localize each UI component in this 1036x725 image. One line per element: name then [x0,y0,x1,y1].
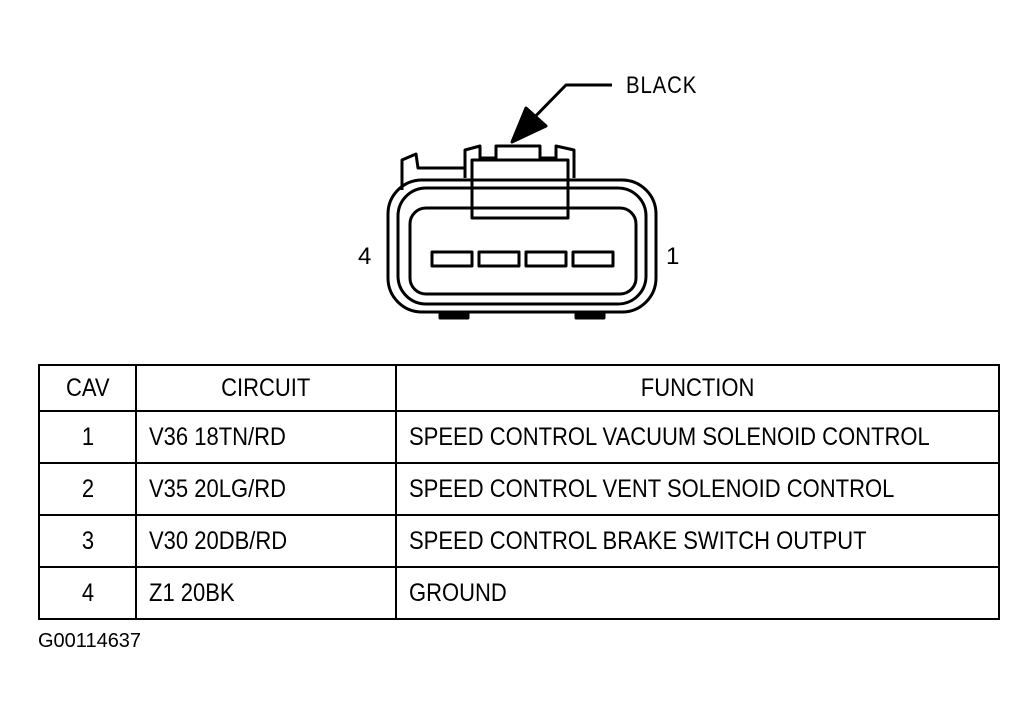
table-row: 1 V36 18TN/RD SPEED CONTROL VACUUM SOLEN… [38,410,1000,464]
connector-shell-outer [386,178,658,314]
callout-arrowhead [510,106,548,144]
column-header-function: FUNCTION [395,364,1000,412]
cavity-3 [477,250,521,268]
circuit-cell: Z1 20BK [135,566,397,620]
connector-diagram [386,83,658,320]
column-header-circuit: CIRCUIT [135,364,397,412]
cavity-4 [430,250,474,268]
function-cell: SPEED CONTROL VENT SOLENOID CONTROL [395,462,1000,516]
cav-cell: 3 [38,514,137,568]
cav-cell: 4 [38,566,137,620]
circuit-cell: V30 20DB/RD [135,514,397,568]
column-header-cav: CAV [38,364,137,412]
function-cell: GROUND [395,566,1000,620]
cavity-2 [524,250,568,268]
cav-cell: 2 [38,462,137,516]
figure-id: G00114637 [38,630,142,652]
callout-leader-line [520,83,612,132]
connector-side-tab [400,152,465,190]
connector-shell-inner [396,186,648,306]
pin-label-right: 1 [666,243,680,270]
connector-face [408,206,638,296]
function-cell: SPEED CONTROL BRAKE SWITCH OUTPUT [395,514,1000,568]
function-cell: SPEED CONTROL VACUUM SOLENOID CONTROL [395,410,1000,464]
table-row: 4 Z1 20BK GROUND [38,566,1000,620]
cavity-1 [571,250,615,268]
cav-cell: 1 [38,410,137,464]
connector-foot-left [438,310,470,320]
connector-latch [463,144,576,178]
connector-foot-right [574,310,606,320]
table-header-row: CAV CIRCUIT FUNCTION [38,364,1000,412]
pinout-table: CAV CIRCUIT FUNCTION 1 V36 18TN/RD SPEED… [38,364,1000,620]
table-row: 2 V35 20LG/RD SPEED CONTROL VENT SOLENOI… [38,462,1000,516]
circuit-cell: V36 18TN/RD [135,410,397,464]
color-callout-label: BLACK [626,72,698,99]
circuit-cell: V35 20LG/RD [135,462,397,516]
pin-label-left: 4 [358,243,372,270]
table-row: 3 V30 20DB/RD SPEED CONTROL BRAKE SWITCH… [38,514,1000,568]
